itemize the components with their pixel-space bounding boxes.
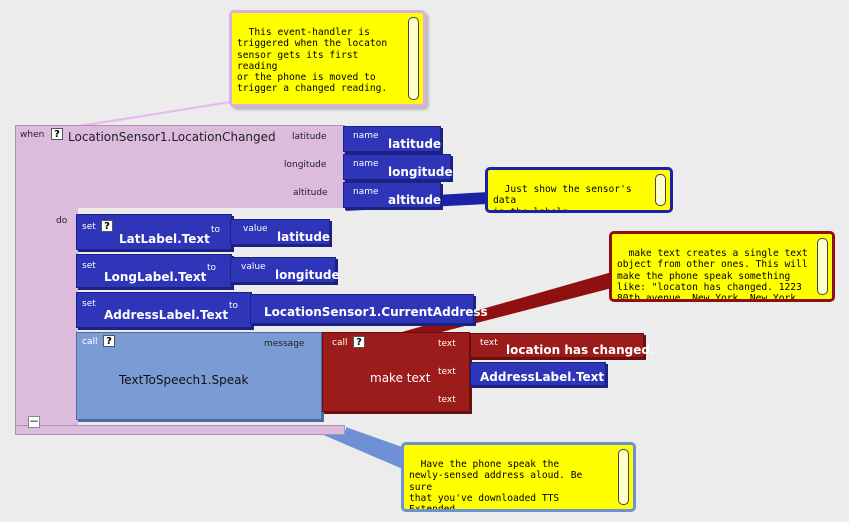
text-literal-value: location has changed. — [506, 343, 655, 357]
to-label: to — [211, 225, 221, 235]
make-text-block[interactable]: call ? make text text text text — [322, 332, 470, 412]
labels-comment[interactable]: Just show the sensor's data in the label… — [485, 167, 673, 213]
longitude-value-block[interactable]: value longitude — [230, 257, 340, 283]
event-help-icon[interactable]: ? — [51, 128, 63, 140]
set-latlabel-block[interactable]: set ? LatLabel.Text to — [76, 214, 232, 250]
event-handler-bottom — [15, 425, 345, 435]
to-label: to — [229, 301, 239, 311]
call-help-icon[interactable]: ? — [103, 335, 115, 347]
text-literal-label: text — [480, 338, 498, 348]
param-latitude-block[interactable]: name latitude — [343, 126, 441, 152]
to-label: to — [207, 263, 217, 273]
param-name-label: name — [353, 187, 379, 197]
make-text-slot-2: text — [438, 367, 456, 377]
latitude-value: latitude — [277, 230, 331, 244]
param-latitude-value: latitude — [388, 137, 442, 151]
address-label-getter-block[interactable]: AddressLabel.Text — [470, 362, 606, 386]
make-text-slot-1: text — [438, 339, 456, 349]
comment-scrollbar[interactable] — [618, 449, 629, 505]
make-text-comment-text: make text creates a single text object f… — [617, 248, 808, 302]
param-longitude-value: longitude — [388, 165, 453, 179]
make-text-comment-connector — [360, 272, 612, 350]
current-address-value: LocationSensor1.CurrentAddress — [264, 305, 488, 319]
param-latitude-label: latitude — [292, 132, 327, 142]
make-text-comment[interactable]: make text creates a single text object f… — [609, 231, 835, 302]
param-name-label: name — [353, 159, 379, 169]
call-label: call — [82, 337, 98, 347]
set-addresslabel-block[interactable]: set AddressLabel.Text to — [76, 292, 252, 328]
when-label: when — [20, 130, 45, 140]
param-altitude-label: altitude — [293, 188, 328, 198]
set-longlabel-block[interactable]: set LongLabel.Text to — [76, 254, 232, 288]
make-text-help-icon[interactable]: ? — [353, 336, 365, 348]
message-label: message — [264, 339, 305, 349]
set-target: AddressLabel.Text — [104, 308, 229, 322]
event-handler-comment-text: This event-handler is triggered when the… — [237, 27, 388, 95]
param-altitude-block[interactable]: name altitude — [343, 182, 441, 208]
set-label: set — [82, 299, 96, 309]
make-text-call-label: call — [332, 338, 348, 348]
set-label: set — [82, 261, 96, 271]
collapse-icon[interactable]: − — [28, 414, 40, 428]
event-name: LocationSensor1.LocationChanged — [68, 130, 276, 144]
set-target: LatLabel.Text — [119, 232, 210, 246]
speak-comment-text: Have the phone speak the newly-sensed ad… — [409, 459, 583, 512]
labels-comment-text: Just show the sensor's data in the label… — [493, 184, 632, 213]
current-address-block[interactable]: LocationSensor1.CurrentAddress — [250, 294, 488, 324]
make-text-name: make text — [370, 371, 431, 385]
text-literal-block[interactable]: text location has changed. — [470, 333, 655, 358]
event-comment-connector — [60, 100, 250, 128]
call-method: TextToSpeech1.Speak — [119, 373, 249, 387]
set-help-icon[interactable]: ? — [101, 220, 113, 232]
param-longitude-label: longitude — [284, 160, 327, 170]
event-handler-comment[interactable]: This event-handler is triggered when the… — [229, 10, 426, 107]
longitude-value: longitude — [275, 268, 340, 282]
value-label: value — [241, 262, 266, 272]
call-speak-block[interactable]: call ? TextToSpeech1.Speak message — [76, 332, 322, 420]
param-altitude-value: altitude — [388, 193, 442, 207]
address-label-getter-value: AddressLabel.Text — [480, 370, 605, 384]
param-name-label: name — [353, 131, 379, 141]
latitude-value-block[interactable]: value latitude — [230, 219, 330, 245]
param-longitude-block[interactable]: name longitude — [343, 154, 453, 180]
value-label: value — [243, 224, 268, 234]
make-text-slot-3: text — [438, 395, 456, 405]
comment-scrollbar[interactable] — [655, 174, 666, 206]
do-label: do — [56, 216, 68, 226]
comment-scrollbar[interactable] — [408, 17, 419, 100]
set-label: set — [82, 222, 96, 232]
comment-scrollbar[interactable] — [817, 238, 828, 295]
speak-comment[interactable]: Have the phone speak the newly-sensed ad… — [401, 442, 636, 512]
set-target: LongLabel.Text — [104, 270, 207, 284]
